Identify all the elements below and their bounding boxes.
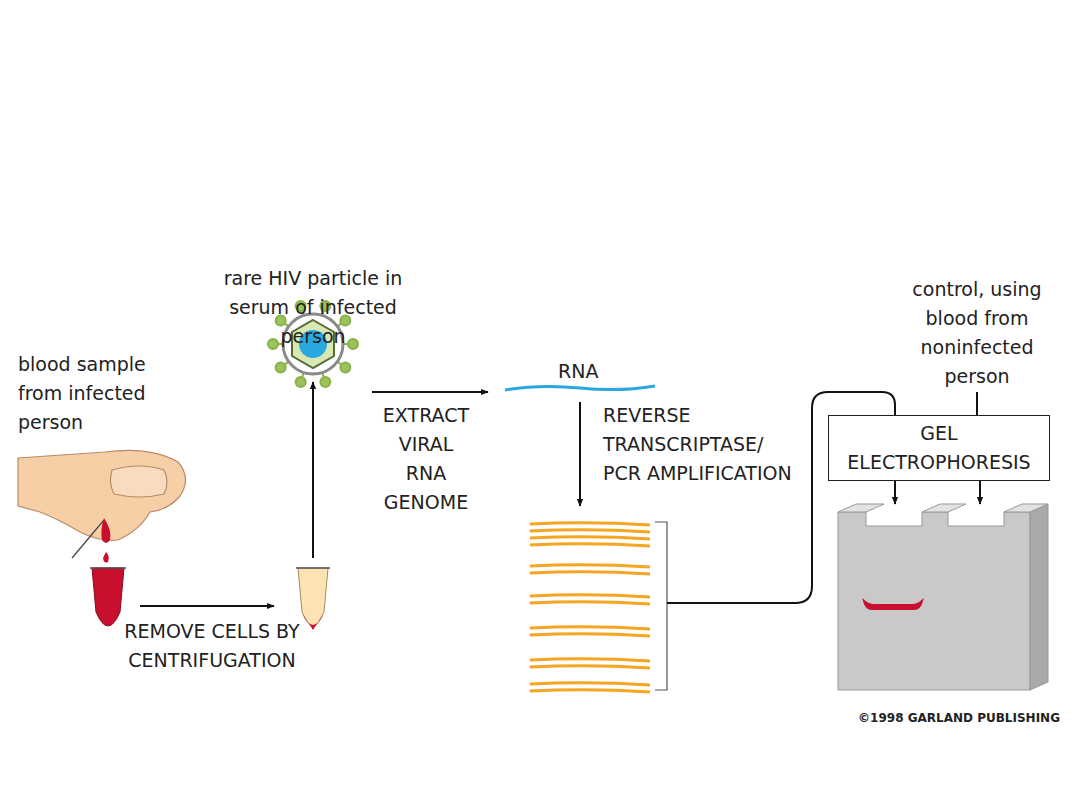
process-box: GEL ELECTROPHORESIS — [828, 415, 1050, 481]
rna-strand — [505, 386, 655, 390]
step-label: REMOVE CELLS BY CENTRIFUGATION — [122, 617, 302, 675]
step-label: RNA — [558, 357, 618, 386]
bracket — [655, 522, 667, 690]
arrow — [372, 391, 488, 393]
step-label: EXTRACT VIRAL RNA GENOME — [376, 401, 476, 517]
arrow — [979, 478, 981, 504]
step-label: control, using blood from noninfected pe… — [897, 275, 1057, 391]
step-label: rare HIV particle in serum of infected p… — [213, 264, 413, 351]
arrow — [579, 402, 581, 506]
arrow — [312, 382, 314, 558]
arrow — [894, 478, 896, 504]
serum-tube — [296, 568, 330, 630]
arrow — [140, 605, 274, 607]
copyright-note: ©1998 GARLAND PUBLISHING — [820, 710, 1060, 726]
step-label: blood sample from infected person — [18, 350, 183, 437]
gel — [838, 504, 1048, 690]
control-line — [976, 392, 978, 415]
step-label: REVERSE TRANSCRIPTASE/ PCR AMPLIFICATION — [603, 401, 793, 488]
dna-copies — [530, 523, 650, 692]
box-label: GEL ELECTROPHORESIS — [837, 419, 1041, 477]
finger — [18, 450, 186, 562]
blood-tube — [90, 568, 126, 626]
